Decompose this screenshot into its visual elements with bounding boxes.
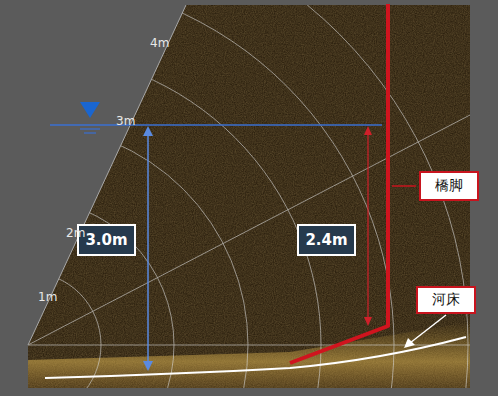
dimension-box: 3.0m: [77, 224, 136, 256]
box-text: 2.4m: [305, 231, 347, 249]
range-label: 1m: [38, 290, 57, 304]
callout-box: 河床: [416, 286, 476, 314]
box-text: 河床: [432, 291, 460, 309]
range-label: 3m: [116, 114, 135, 128]
box-text: 橋脚: [435, 177, 463, 195]
dimension-box: 2.4m: [297, 224, 356, 256]
callout-box: 橋脚: [419, 171, 479, 201]
range-label: 2m: [66, 226, 85, 240]
box-text: 3.0m: [85, 231, 127, 249]
range-label: 4m: [150, 36, 169, 50]
